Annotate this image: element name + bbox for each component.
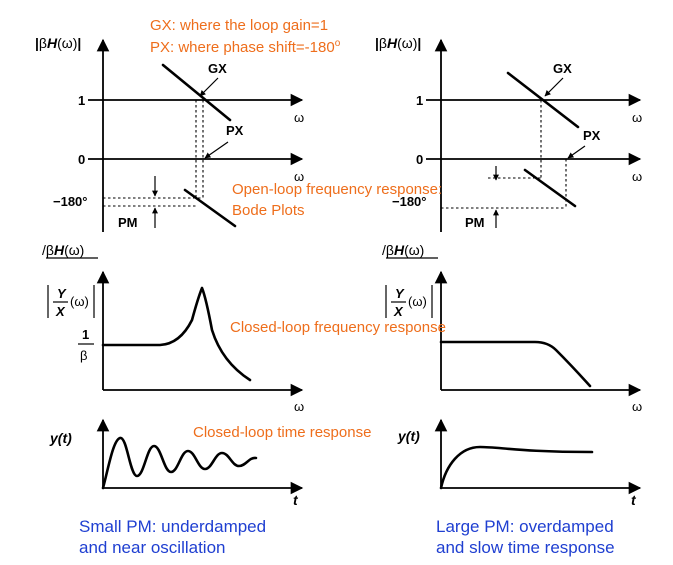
caption-right-2: and slow time response bbox=[436, 538, 615, 557]
right-phase-curve bbox=[523, 168, 577, 208]
left-mag-one: 1 bbox=[78, 93, 85, 108]
left-minus180: −180° bbox=[53, 194, 87, 209]
right-gx-arrow bbox=[544, 77, 564, 97]
right-phase-zero: 0 bbox=[416, 152, 423, 167]
right-minus180: −180° bbox=[392, 194, 426, 209]
left-time-curve bbox=[101, 436, 258, 490]
right-px-label: PX bbox=[583, 128, 601, 143]
left-gx-label: GX bbox=[208, 61, 227, 76]
left-time-t: t bbox=[293, 492, 299, 508]
left-cl-curve bbox=[101, 286, 252, 382]
left-mag-ylabel: |βH(ω)| bbox=[35, 35, 81, 51]
caption-left-2: and near oscillation bbox=[79, 538, 225, 557]
right-px-arrow bbox=[567, 145, 586, 159]
left-time-ylabel: y(t) bbox=[49, 430, 72, 446]
left-cl-Y: Y bbox=[57, 286, 67, 301]
right-cl-Y: Y bbox=[395, 286, 405, 301]
left-mag-curve bbox=[161, 63, 232, 122]
px-definition: PX: where phase shift=-180o bbox=[150, 38, 341, 56]
left-cl-beta: β bbox=[80, 348, 87, 363]
openloop-title-2: Bode Plots bbox=[232, 202, 305, 219]
left-px-arrow bbox=[204, 141, 229, 159]
right-mag-one: 1 bbox=[416, 93, 423, 108]
left-cl-X: X bbox=[55, 304, 66, 319]
right-pm-label: PM bbox=[465, 215, 485, 230]
annotations: GX: where the loop gain=1 PX: where phas… bbox=[150, 17, 446, 441]
captions: Small PM: underdamped and near oscillati… bbox=[79, 517, 615, 557]
caption-right-1: Large PM: overdamped bbox=[436, 517, 614, 536]
gx-definition: GX: where the loop gain=1 bbox=[150, 17, 328, 34]
right-column: |βH(ω)| 1 ω GX 0 ω −180° /βH(ω) PX PM ω … bbox=[375, 35, 642, 508]
right-phase-omega: ω bbox=[632, 169, 642, 184]
left-pm-label: PM bbox=[118, 215, 138, 230]
left-px-label: PX bbox=[226, 123, 244, 138]
right-time-ylabel: y(t) bbox=[397, 428, 420, 444]
left-cl-omega-paren: (ω) bbox=[70, 294, 89, 309]
right-cl-X: X bbox=[393, 304, 404, 319]
right-gx-label: GX bbox=[553, 61, 572, 76]
closedloop-time-title: Closed-loop time response bbox=[193, 424, 371, 441]
right-phase-ylabel: /βH(ω) bbox=[382, 242, 424, 258]
left-column: |βH(ω)| 1 ω GX 0 ω −180° /βH(ω) PX PM ω … bbox=[35, 35, 304, 508]
left-cl-omega: ω bbox=[294, 399, 304, 414]
right-time-curve bbox=[439, 445, 594, 490]
openloop-title-1: Open-loop frequency response: bbox=[232, 181, 442, 198]
right-cl-curve bbox=[439, 340, 592, 388]
right-mag-ylabel: |βH(ω)| bbox=[375, 35, 421, 51]
left-mag-omega: ω bbox=[294, 110, 304, 125]
right-cl-omega: ω bbox=[632, 399, 642, 414]
left-gx-arrow bbox=[199, 77, 219, 97]
left-phase-zero: 0 bbox=[78, 152, 85, 167]
left-phase-curve bbox=[183, 188, 237, 228]
right-cl-omega-paren: (ω) bbox=[408, 294, 427, 309]
left-phase-ylabel: /βH(ω) bbox=[42, 242, 84, 258]
closedloop-freq-title: Closed-loop frequency response bbox=[230, 319, 446, 336]
right-time-t: t bbox=[631, 492, 637, 508]
caption-left-1: Small PM: underdamped bbox=[79, 517, 266, 536]
left-cl-one: 1 bbox=[82, 327, 89, 342]
right-mag-curve bbox=[506, 71, 580, 129]
right-mag-omega: ω bbox=[632, 110, 642, 125]
left-phase-omega: ω bbox=[294, 169, 304, 184]
